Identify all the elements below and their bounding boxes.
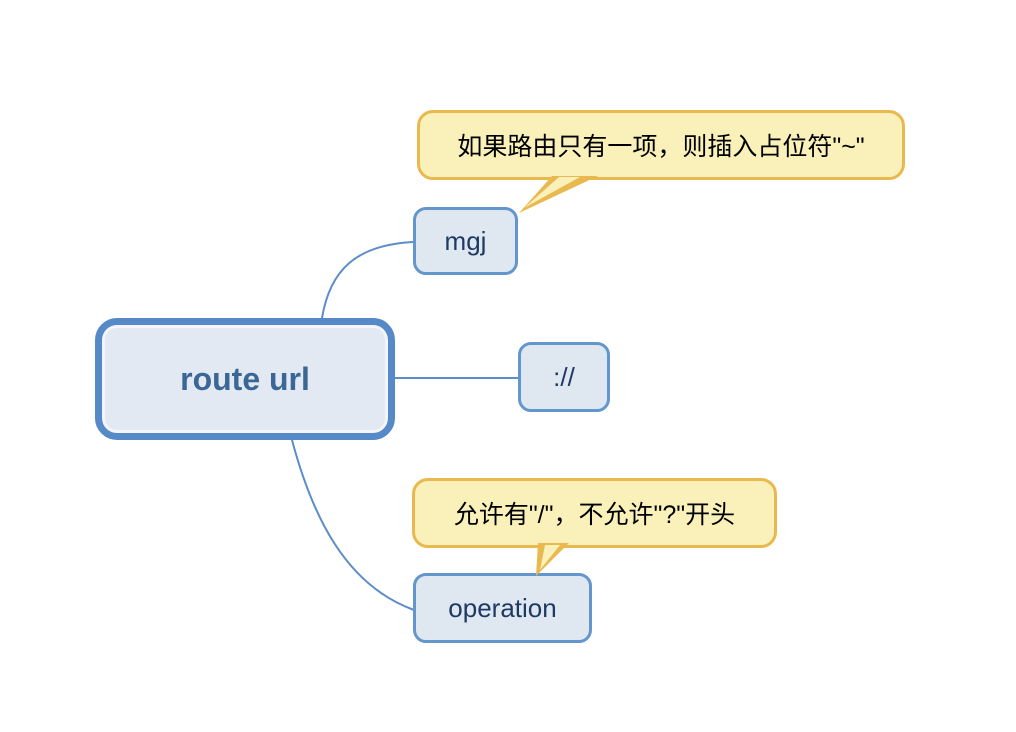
node-mgj-label: mgj <box>444 225 487 256</box>
root-node-label: route url <box>180 360 310 397</box>
node-operation-label: operation <box>448 592 557 623</box>
node-protocol-separator[interactable]: :// <box>518 342 610 412</box>
root-node-route-url[interactable]: route url <box>95 318 395 440</box>
callout-tail-mgj <box>519 176 598 213</box>
node-protocol-separator-label: :// <box>553 361 575 392</box>
callout-note-mgj-text: 如果路由只有一项，则插入占位符"~" <box>457 133 865 161</box>
callout-note-mgj[interactable]: 如果路由只有一项，则插入占位符"~" <box>417 110 905 180</box>
connector-root-to-mgj <box>321 241 414 319</box>
connector-root-to-operation <box>291 439 415 611</box>
node-operation[interactable]: operation <box>413 573 592 643</box>
callout-note-operation-text: 允许有"/"，不允许"?"开头 <box>453 501 736 529</box>
node-mgj[interactable]: mgj <box>413 207 518 275</box>
callout-note-operation[interactable]: 允许有"/"，不允许"?"开头 <box>412 478 777 548</box>
